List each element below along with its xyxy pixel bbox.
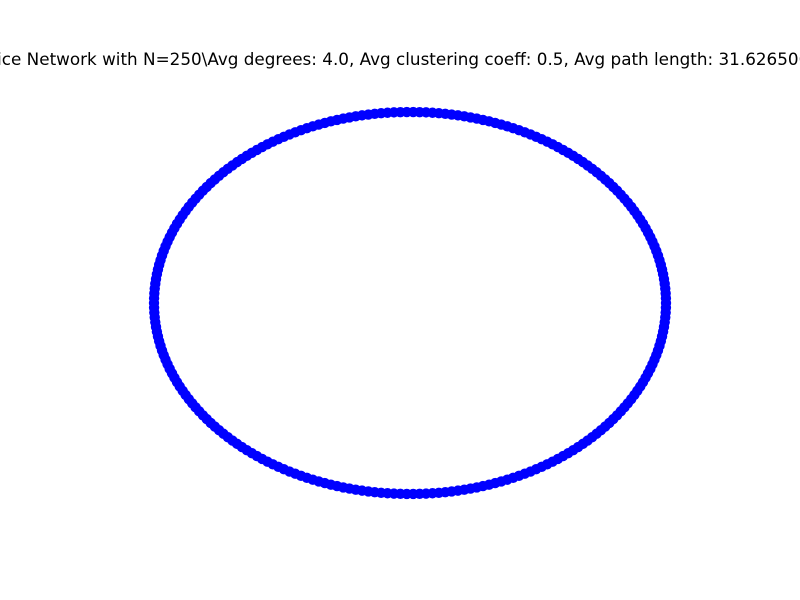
chart-title-container: Regular Lattice Network with N=250\Avg d…	[0, 47, 800, 71]
nodes-group	[148, 106, 672, 500]
network-node	[660, 293, 672, 304]
chart-title: Regular Lattice Network with N=250\Avg d…	[0, 49, 800, 69]
